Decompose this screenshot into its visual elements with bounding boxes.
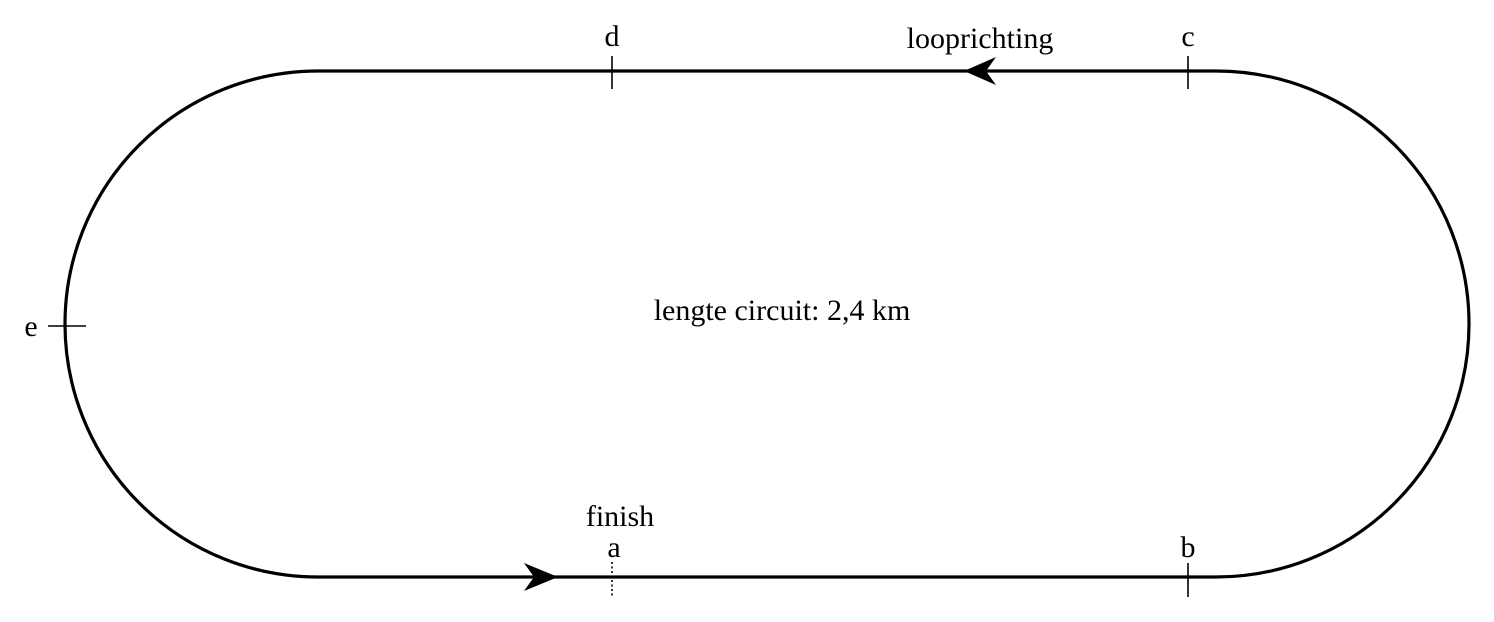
circuit-track <box>63 69 1471 579</box>
finish-label: finish <box>586 500 654 533</box>
track-length-label: lengte circuit: 2,4 km <box>654 294 911 327</box>
point-label-c: c <box>1181 20 1194 53</box>
direction-arrow-top <box>964 57 996 85</box>
direction-arrow-bottom <box>524 563 558 591</box>
point-label-d: d <box>605 20 620 53</box>
direction-label: looprichting <box>907 22 1054 55</box>
point-label-b: b <box>1181 531 1196 564</box>
point-label-e: e <box>24 310 37 343</box>
point-label-a: a <box>607 531 620 564</box>
